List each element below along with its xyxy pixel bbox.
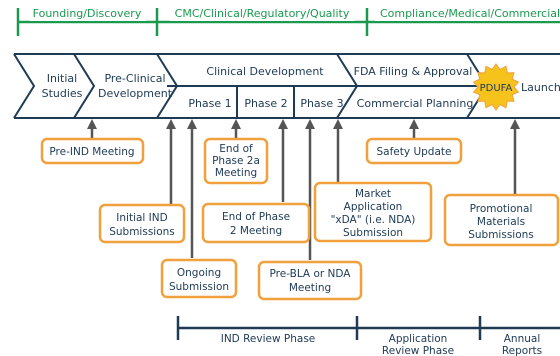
- milestone-end-phase2-line2: 2 Meeting: [230, 225, 282, 237]
- pdufa-badge: PDUFA: [472, 63, 520, 111]
- milestone-pre-ind-label: Pre-IND Meeting: [49, 146, 134, 158]
- milestone-pre-bla-line1: Pre-BLA or NDA: [270, 268, 352, 280]
- milestone-boxes: Pre-IND Meeting Initial IND Submissions …: [40, 137, 560, 301]
- milestone-ongoing-line1: Ongoing: [177, 267, 221, 279]
- milestone-safety-update: Safety Update: [365, 137, 463, 165]
- milestone-pre-bla-line2: Meeting: [289, 282, 331, 294]
- stage-chevrons: [13, 53, 560, 119]
- review-label-application-line1: Application: [389, 333, 448, 345]
- milestone-market-application: Market Application "xDA" (i.e. NDA) Subm…: [313, 181, 433, 243]
- top-phase-label-compliance: Compliance/Medical/Commercial: [380, 7, 560, 20]
- review-label-ind: IND Review Phase: [221, 333, 316, 345]
- milestone-end-phase2a: End of Phase 2a Meeting: [203, 137, 269, 185]
- stage-label-commercial-planning: Commercial Planning: [357, 97, 474, 110]
- stage-label-launch: Launch: [521, 81, 560, 94]
- milestone-end-phase2a-line3: Meeting: [215, 167, 257, 179]
- milestone-initial-ind-line2: Submissions: [109, 226, 175, 238]
- milestone-end-phase2a-line1: End of: [219, 143, 253, 155]
- milestone-end-phase2: End of Phase 2 Meeting: [201, 202, 311, 244]
- milestone-ongoing-submission: Ongoing Submission: [160, 258, 238, 299]
- milestone-arrows: [87, 119, 520, 260]
- top-phase-bracket: Founding/Discovery CMC/Clinical/Regulato…: [16, 3, 560, 36]
- milestone-end-phase2a-line2: Phase 2a: [212, 155, 260, 167]
- review-label-annual-line1: Annual: [504, 333, 541, 345]
- stage-label-preclinical: Pre-Clinical: [104, 72, 165, 85]
- stage-label-development: Development: [98, 87, 173, 100]
- milestone-initial-ind-line1: Initial IND: [116, 212, 167, 224]
- milestone-market-app-line3: "xDA" (i.e. NDA): [331, 214, 416, 226]
- stage-label-phase3: Phase 3: [300, 97, 343, 110]
- milestone-safety-label: Safety Update: [377, 146, 452, 158]
- chevron-divider-initial: [73, 53, 96, 119]
- stage-labels: Initial Studies Pre-Clinical Development…: [42, 65, 560, 110]
- chevron-start-notch: [13, 53, 36, 119]
- pdufa-label: PDUFA: [480, 83, 513, 94]
- stage-label-phase2: Phase 2: [244, 97, 287, 110]
- milestone-end-phase2-line1: End of Phase: [222, 211, 290, 223]
- milestone-promotional-line2: Materials: [477, 216, 525, 228]
- milestone-ongoing-line2: Submission: [169, 281, 229, 293]
- milestone-market-app-line1: Market: [355, 188, 391, 200]
- review-label-annual-line2: Reports: [502, 345, 542, 356]
- review-label-application-line2: Review Phase: [382, 345, 454, 356]
- milestone-pre-bla: Pre-BLA or NDA Meeting: [257, 260, 363, 301]
- milestone-promotional-line3: Submissions: [468, 229, 534, 241]
- milestone-market-app-line4: Submission: [343, 227, 403, 239]
- top-phase-label-cmc: CMC/Clinical/Regulatory/Quality: [175, 7, 350, 20]
- pdufa-starburst-icon: [472, 63, 520, 111]
- stage-label-phase1: Phase 1: [188, 97, 231, 110]
- milestone-promotional: Promotional Materials Submissions: [443, 193, 560, 247]
- stage-label-initial: Initial: [47, 72, 77, 85]
- milestone-initial-ind: Initial IND Submissions: [98, 203, 186, 244]
- top-phase-label-founding: Founding/Discovery: [33, 7, 142, 20]
- milestone-pre-ind: Pre-IND Meeting: [40, 137, 145, 165]
- milestone-market-app-line2: Application: [344, 201, 403, 213]
- milestone-promotional-line1: Promotional: [470, 203, 533, 215]
- review-phase-bracket: IND Review Phase Application Review Phas…: [176, 316, 560, 356]
- stage-label-clinical-development: Clinical Development: [206, 65, 324, 78]
- stage-label-fda-filing: FDA Filing & Approval: [354, 65, 473, 78]
- stage-label-studies: Studies: [42, 87, 83, 100]
